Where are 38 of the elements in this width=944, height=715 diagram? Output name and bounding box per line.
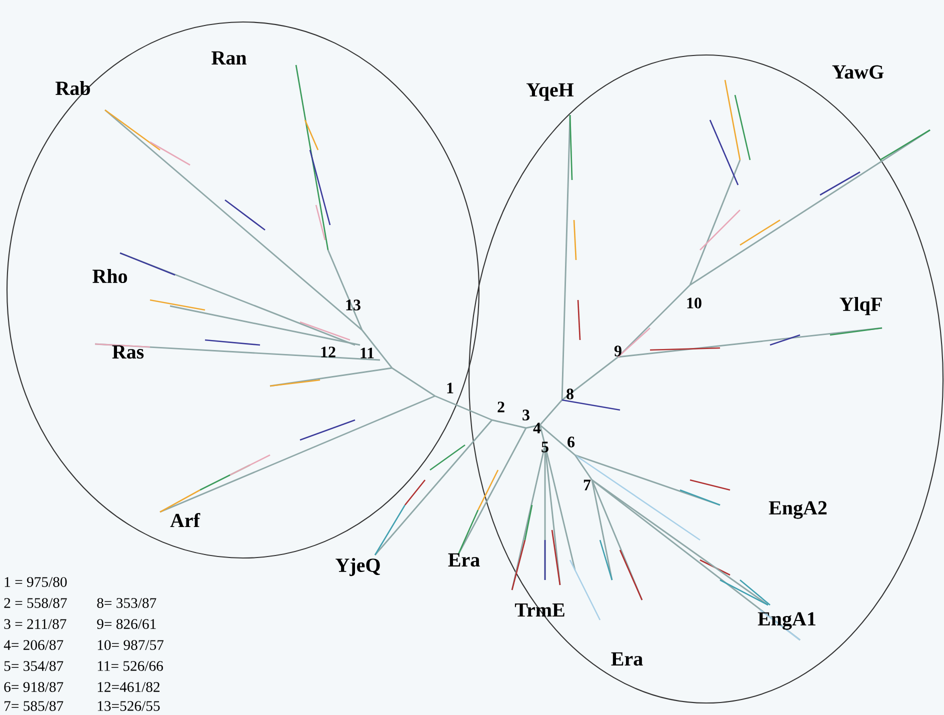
node-number: 11 <box>360 348 374 358</box>
node-number: 10 <box>687 298 702 308</box>
support-value: 13=526/55 <box>98 701 160 711</box>
clade-label: Era <box>611 652 643 666</box>
clade-label: Era <box>448 553 480 567</box>
support-value: 9= 826/61 <box>97 619 156 629</box>
clade-label: YqeH <box>526 83 574 101</box>
support-value: 4= 206/87 <box>4 640 64 650</box>
support-value: 8= 353/87 <box>97 598 156 608</box>
node-number: 4 <box>533 422 541 434</box>
support-value: 5= 354/87 <box>4 661 64 671</box>
support-value: 10= 987/57 <box>98 640 164 650</box>
node-number: 8 <box>566 388 574 400</box>
support-value: 7= 585/87 <box>4 701 64 711</box>
clade-label: YlqF <box>840 296 882 316</box>
clade-label: YawG <box>832 65 884 79</box>
support-value: 11= 526/66 <box>98 661 163 671</box>
clade-label: Arf <box>170 512 200 528</box>
support-value: 12=461/82 <box>98 682 160 692</box>
support-value: 3 = 211/87 <box>4 619 66 629</box>
clade-label: EngA2 <box>768 501 827 519</box>
node-number: 5 <box>542 442 548 452</box>
node-number: 6 <box>568 436 575 448</box>
node-number: 13 <box>346 300 360 310</box>
node-number: 1 <box>447 382 454 394</box>
clade-label: EngA1 <box>758 612 816 630</box>
node-number: 9 <box>614 346 622 356</box>
node-number: 2 <box>498 402 504 412</box>
support-value: 6= 918/87 <box>4 682 64 692</box>
clade-label: Ras <box>112 345 144 359</box>
clade-label: Ran <box>212 51 246 65</box>
support-value: 2 = 558/87 <box>4 598 67 608</box>
node-number: 7 <box>584 480 591 490</box>
node-number: 3 <box>522 410 530 420</box>
clade-label: YjeQ <box>336 558 380 576</box>
support-value: 1 = 975/80 <box>4 577 67 587</box>
clade-label: Rho <box>92 268 128 284</box>
node-number: 12 <box>321 346 336 358</box>
